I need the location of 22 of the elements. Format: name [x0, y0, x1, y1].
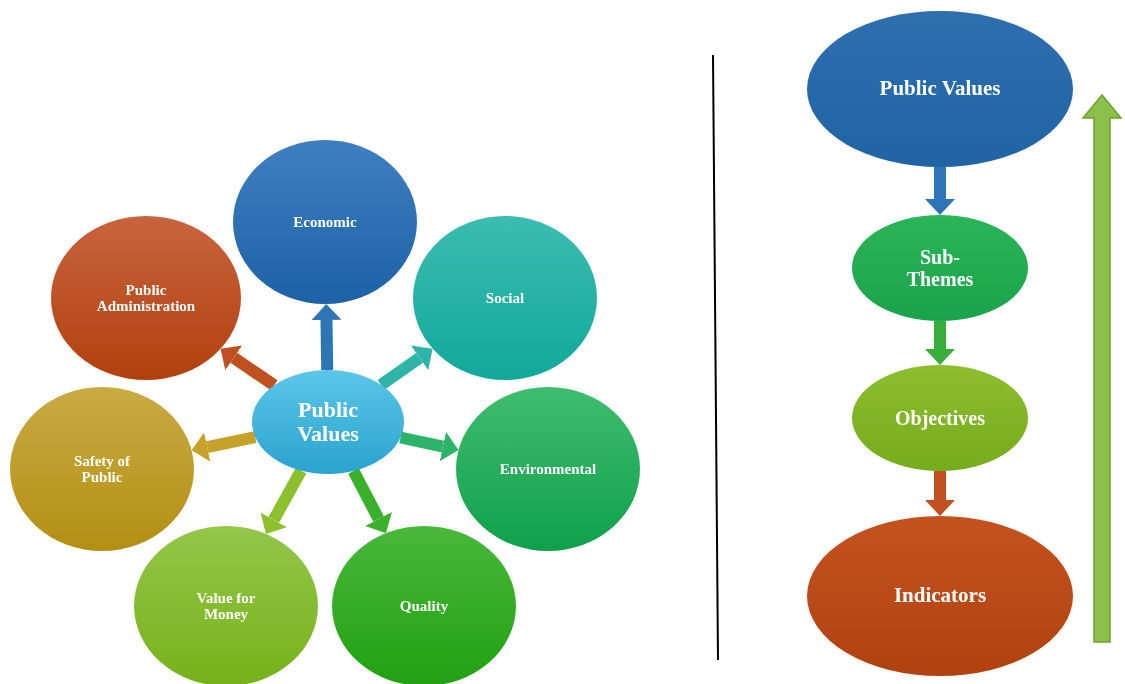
node-label: Environmental [499, 460, 597, 478]
block-arrow [925, 471, 955, 516]
block-arrow [925, 167, 955, 215]
node-label: Quality [399, 597, 449, 615]
block-arrow [925, 321, 955, 365]
node-label: Public Values [879, 77, 1001, 101]
node-label: Safety of Public [72, 452, 132, 486]
node-label: Objectives [895, 407, 985, 429]
node-label: Indicators [893, 584, 987, 608]
node-label: Economic [293, 213, 357, 231]
block-arrow [311, 304, 342, 371]
block-arrow [377, 345, 433, 390]
block-arrow [399, 431, 459, 462]
node-label: Value for Money [195, 589, 257, 623]
node-label: Public Administration [95, 281, 197, 315]
block-arrow [260, 467, 307, 534]
block-arrow [220, 345, 278, 391]
block-arrow [348, 468, 392, 534]
block-arrow [191, 431, 257, 462]
node-label: Sub-Themes [905, 246, 975, 290]
node-label: Public Values [296, 397, 360, 447]
node-label: Social [485, 289, 525, 307]
